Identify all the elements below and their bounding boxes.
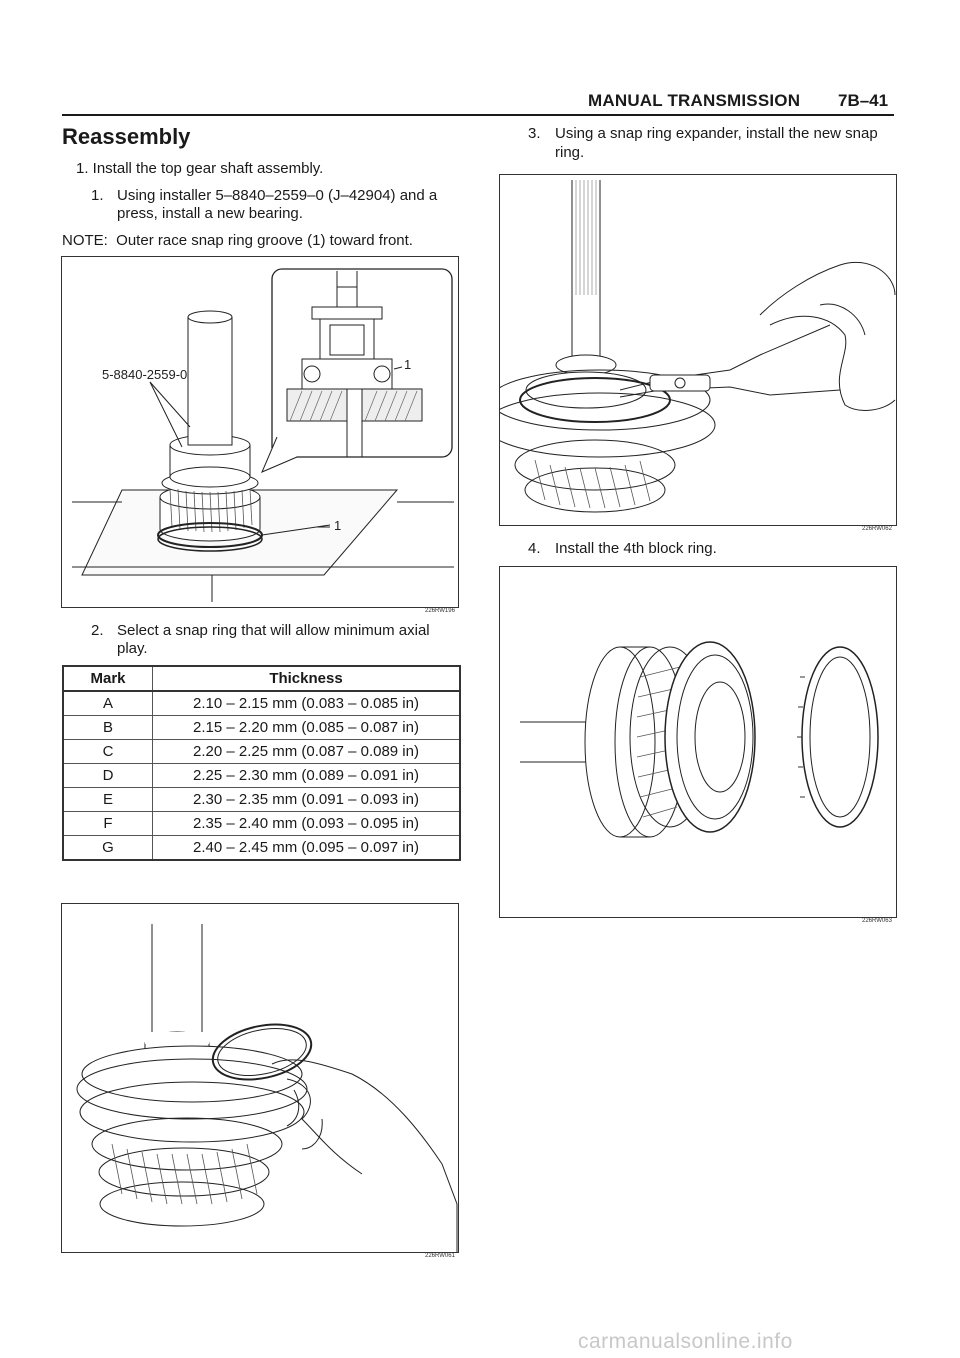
section-title: Reassembly — [62, 124, 191, 149]
table-cell-thickness: 2.35 – 2.40 mm (0.093 – 0.095 in) — [152, 811, 460, 836]
table-cell-mark: E — [63, 787, 153, 812]
figure-code-3: 226RW062 — [862, 526, 892, 532]
callout-1-inset: 1 — [404, 357, 411, 372]
substep-4-number: 4. — [528, 540, 541, 557]
substep-3-line-1: Using a snap ring expander, install the … — [555, 125, 878, 142]
substep-3-number: 3. — [528, 125, 541, 142]
substep-1-line-2: press, install a new bearing. — [117, 205, 303, 222]
substep-1-number: 1. — [91, 187, 104, 204]
table-cell-mark: A — [63, 690, 153, 716]
figure-block-ring — [499, 566, 897, 918]
tool-label: 5-8840-2559-0 — [102, 367, 187, 382]
substep-2-line-1: Select a snap ring that will allow minim… — [117, 622, 430, 639]
table-cell-mark: G — [63, 835, 153, 860]
table-cell-thickness: 2.20 – 2.25 mm (0.087 – 0.089 in) — [152, 739, 460, 764]
table-cell-thickness: 2.10 – 2.15 mm (0.083 – 0.085 in) — [152, 690, 460, 716]
page-header-title: MANUAL TRANSMISSION — [588, 91, 801, 110]
note-text: NOTE: Outer race snap ring groove (1) to… — [62, 232, 413, 249]
substep-2-line-2: play. — [117, 640, 148, 657]
figure-code-1: 226RW196 — [425, 608, 455, 614]
figure-snap-ring-expander — [499, 174, 897, 526]
table-cell-mark: D — [63, 763, 153, 788]
table-cell-thickness: 2.25 – 2.30 mm (0.089 – 0.091 in) — [152, 763, 460, 788]
snap-ring-expander-illustration — [500, 180, 896, 513]
table-cell-thickness: 2.40 – 2.45 mm (0.095 – 0.097 in) — [152, 835, 460, 860]
substep-1-line-1: Using installer 5–8840–2559–0 (J–42904) … — [117, 187, 438, 204]
table-cell-mark: B — [63, 715, 153, 740]
figure-code-4: 226RW063 — [862, 918, 892, 924]
table-cell-thickness: 2.15 – 2.20 mm (0.085 – 0.087 in) — [152, 715, 460, 740]
column-header-mark: Mark — [63, 666, 153, 692]
figure-code-2: 226RW061 — [425, 1253, 455, 1259]
substep-3-line-2: ring. — [555, 144, 585, 161]
block-ring-illustration — [520, 641, 879, 838]
substep-2-number: 2. — [91, 622, 104, 639]
step-1: 1. Install the top gear shaft assembly. — [76, 160, 324, 177]
column-header-thickness: Thickness — [152, 666, 460, 692]
figure-bearing-install: 5-8840-2559-0 1 1 — [61, 256, 459, 608]
header-rule — [62, 114, 894, 116]
table-cell-thickness: 2.30 – 2.35 mm (0.091 – 0.093 in) — [152, 787, 460, 812]
page-number: 7B–41 — [838, 91, 889, 110]
bearing-install-illustration: 5-8840-2559-0 1 1 — [72, 268, 454, 602]
table-cell-mark: C — [63, 739, 153, 764]
substep-4-text: Install the 4th block ring. — [555, 540, 717, 557]
table-header-row: Mark Thickness — [63, 666, 460, 692]
callout-1-bearing: 1 — [334, 518, 341, 533]
table-cell-mark: F — [63, 811, 153, 836]
snap-ring-hand-illustration — [76, 924, 458, 1252]
watermark: carmanualsonline.info — [578, 1330, 793, 1353]
figure-snap-ring-selection — [61, 903, 459, 1253]
